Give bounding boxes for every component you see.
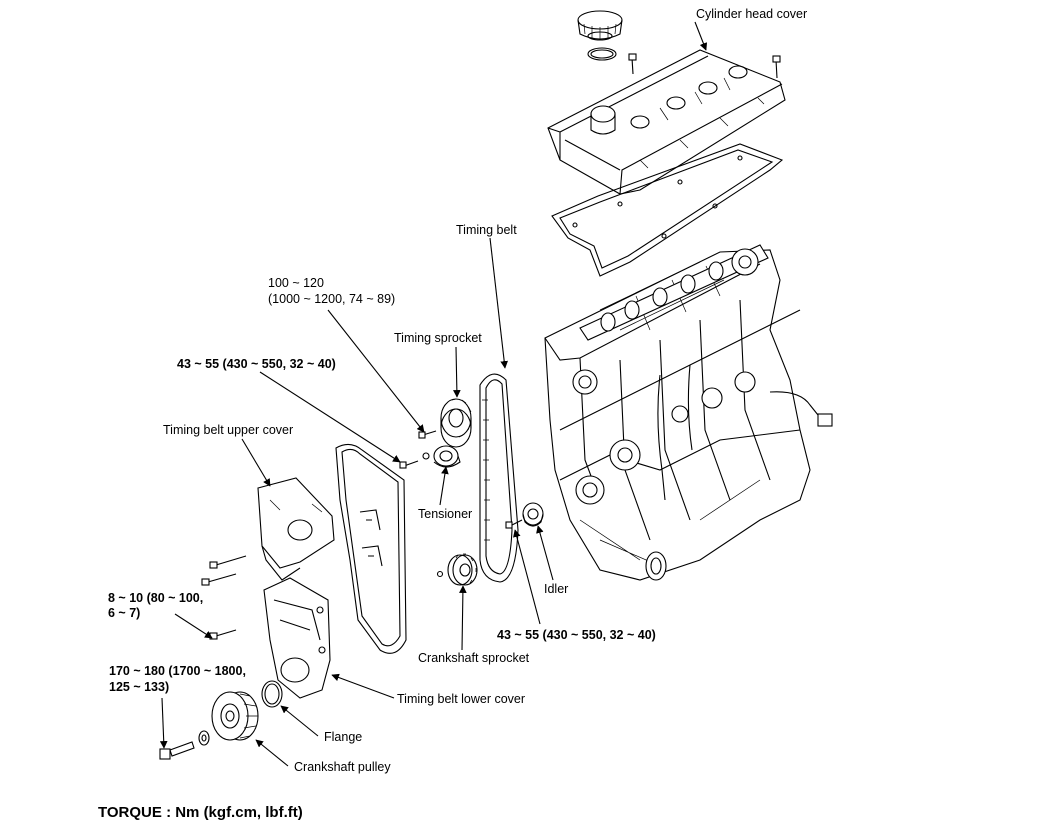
camshaft	[579, 244, 769, 341]
timing-belt-lower-cover	[263, 577, 331, 699]
timing-belt-upper-cover	[257, 477, 335, 581]
upper-cover-bolts	[201, 555, 247, 586]
label-torque-8-10-line1: 8 ~ 10 (80 ~ 100,	[108, 591, 204, 605]
leader-lines	[159, 21, 708, 767]
label-torque-100-120-line2: (1000 ~ 1200, 74 ~ 89)	[268, 292, 396, 306]
tensioner	[433, 445, 461, 468]
lower-cover-bolt	[209, 629, 237, 640]
crankshaft-pulley-bolt	[159, 741, 195, 760]
flange	[261, 680, 283, 708]
label-torque-170-180-line2: 125 ~ 133)	[109, 680, 170, 694]
label-timing-belt-upper-cover: Timing belt upper cover	[163, 423, 294, 437]
timing-belt	[479, 373, 519, 583]
label-flange: Flange	[324, 730, 363, 744]
tensioner-bolt	[399, 452, 430, 469]
torque-units-legend: TORQUE : Nm (kgf.cm, lbf.ft)	[98, 804, 303, 821]
label-torque-8-10-line2: 6 ~ 7)	[108, 606, 141, 620]
cylinder-head-cover	[547, 49, 786, 195]
label-timing-sprocket: Timing sprocket	[394, 331, 482, 345]
label-idler: Idler	[544, 582, 569, 596]
oil-cap-o-ring	[587, 47, 617, 61]
label-crankshaft-pulley: Crankshaft pulley	[294, 760, 391, 774]
label-cylinder-head-cover: Cylinder head cover	[696, 7, 808, 21]
label-tensioner: Tensioner	[418, 507, 473, 521]
crankshaft-pulley	[211, 691, 259, 741]
crankshaft-pulley-washer	[198, 730, 210, 746]
label-torque-43-55-lower: 43 ~ 55 (430 ~ 550, 32 ~ 40)	[497, 628, 656, 642]
label-crankshaft-sprocket: Crankshaft sprocket	[418, 651, 530, 665]
head-cover-gasket	[551, 143, 784, 277]
label-torque-170-180-line1: 170 ~ 180 (1700 ~ 1800,	[109, 664, 246, 678]
timing-cover-seal	[335, 443, 407, 654]
timing-sprocket	[440, 398, 472, 448]
engine-block	[544, 249, 833, 581]
idler-bolt	[505, 519, 523, 529]
timing-sprocket-bolt	[418, 430, 437, 439]
crankshaft-sprocket	[436, 553, 478, 586]
label-torque-100-120-line1: 100 ~ 120	[268, 276, 324, 290]
head-cover-bolt-left	[628, 53, 637, 75]
label-torque-43-55-upper: 43 ~ 55 (430 ~ 550, 32 ~ 40)	[177, 357, 336, 371]
head-cover-bolt-right	[772, 55, 781, 79]
oil-filler-cap	[577, 10, 623, 41]
idler	[522, 502, 544, 527]
label-timing-belt: Timing belt	[456, 223, 517, 237]
label-timing-belt-lower-cover: Timing belt lower cover	[397, 692, 526, 706]
